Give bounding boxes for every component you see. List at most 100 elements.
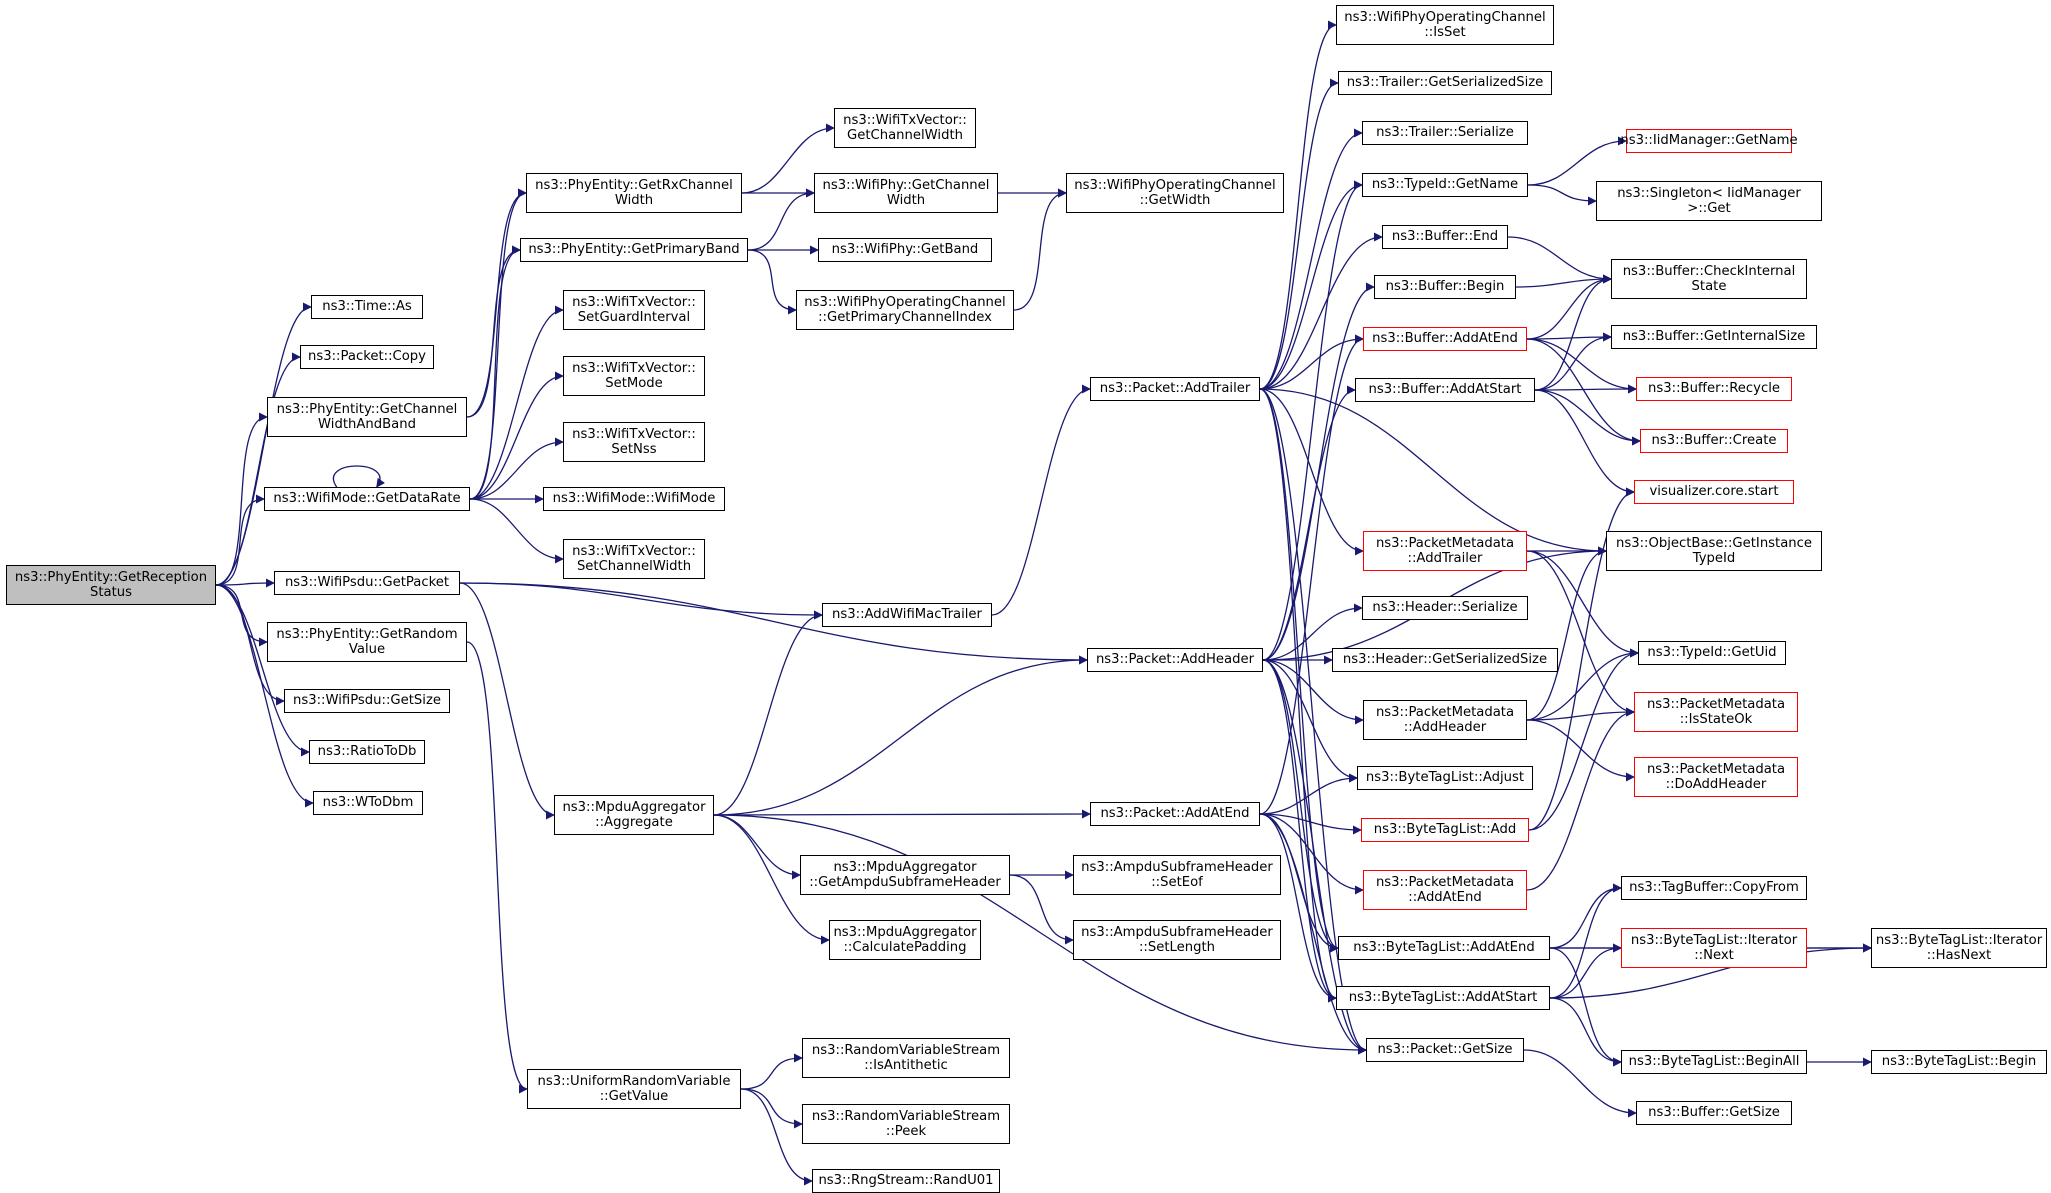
edge-pkt_addatend-to-btl_add	[1259, 813, 1362, 835]
node-label-line: ns3::Packet::AddAtEnd	[1100, 806, 1250, 822]
node-time-as[interactable]: ns3::Time::As	[311, 295, 423, 319]
node-txv-setmode[interactable]: ns3::WifiTxVector::SetMode	[563, 356, 705, 396]
edge-btl_add-to-typeid_getuid	[1528, 648, 1639, 831]
node-singleton-get[interactable]: ns3::Singleton< IidManager>::Get	[1596, 181, 1822, 221]
node-buffer-begin[interactable]: ns3::Buffer::Begin	[1374, 275, 1516, 299]
edge-mpdu_aggregate-to-pkt_getsize	[713, 814, 1367, 1055]
node-label-line: ns3::ByteTagList::Begin	[1881, 1054, 2037, 1070]
node-getdatarate[interactable]: ns3::WifiMode::GetDataRate	[264, 487, 470, 511]
node-btl-addatend[interactable]: ns3::ByteTagList::AddAtEnd	[1338, 936, 1550, 960]
node-opch-isset[interactable]: ns3::WifiPhyOperatingChannel::IsSet	[1336, 5, 1554, 45]
node-txv-setgi[interactable]: ns3::WifiTxVector::SetGuardInterval	[563, 290, 705, 330]
node-pkt-getsize[interactable]: ns3::Packet::GetSize	[1366, 1038, 1524, 1062]
node-pm-addatend[interactable]: ns3::PacketMetadata::AddAtEnd	[1363, 870, 1527, 910]
node-label-line: ns3::Time::As	[322, 299, 412, 315]
node-buffer-addatstart[interactable]: ns3::Buffer::AddAtStart	[1355, 378, 1535, 402]
node-tagbuffer-copyfrom[interactable]: ns3::TagBuffer::CopyFrom	[1621, 876, 1807, 900]
node-label-line: ns3::PhyEntity::GetRandom	[276, 626, 458, 642]
edge-root-to-get_ch_width_band	[215, 412, 268, 586]
node-urv-getvalue[interactable]: ns3::UniformRandomVariable::GetValue	[527, 1069, 741, 1109]
node-header-getsersize[interactable]: ns3::Header::GetSerializedSize	[1332, 648, 1558, 672]
node-btl-beginall[interactable]: ns3::ByteTagList::BeginAll	[1621, 1050, 1807, 1074]
node-txv-getchw[interactable]: ns3::WifiTxVector::GetChannelWidth	[834, 108, 976, 148]
node-label-line: ::DoAddHeader	[1665, 777, 1767, 792]
edge-pkt_addatend-to-btl_adjust	[1259, 773, 1358, 815]
node-typeid-getuid[interactable]: ns3::TypeId::GetUid	[1638, 641, 1786, 665]
node-buffer-create[interactable]: ns3::Buffer::Create	[1640, 429, 1788, 453]
node-pm-isstateok[interactable]: ns3::PacketMetadata::IsStateOk	[1634, 692, 1798, 732]
node-label-line: ns3::PacketMetadata	[1646, 696, 1786, 712]
node-pkt-addtrailer[interactable]: ns3::Packet::AddTrailer	[1090, 377, 1260, 401]
node-mpdu-calcpad[interactable]: ns3::MpduAggregator::CalculatePadding	[829, 920, 981, 960]
node-buffer-getinternalsize[interactable]: ns3::Buffer::GetInternalSize	[1611, 325, 1817, 349]
node-rvs-isanti[interactable]: ns3::RandomVariableStream::IsAntithetic	[802, 1038, 1010, 1078]
node-label-line: ::HasNext	[1926, 948, 1992, 963]
node-wtodbm[interactable]: ns3::WToDbm	[313, 791, 423, 815]
edge-psdu_getpacket-to-mpdu_aggregate	[459, 582, 555, 820]
node-label-line: ns3::Buffer::AddAtStart	[1368, 382, 1522, 398]
node-header-serialize[interactable]: ns3::Header::Serialize	[1362, 596, 1528, 620]
node-btl-adjust[interactable]: ns3::ByteTagList::Adjust	[1357, 766, 1533, 790]
edge-get_ch_width_band-to-getprimaryband	[466, 245, 521, 418]
node-btl-begin[interactable]: ns3::ByteTagList::Begin	[1871, 1050, 2047, 1074]
edge-root-to-ratiotodb	[215, 584, 310, 757]
edge-buffer_addatend-to-buffer_getinternalsize	[1526, 332, 1612, 342]
node-trailer-getsersize[interactable]: ns3::Trailer::GetSerializedSize	[1338, 71, 1552, 95]
edge-pkt_addtrailer-to-trailer_getsersize	[1259, 78, 1339, 390]
node-pm-addheader[interactable]: ns3::PacketMetadata::AddHeader	[1363, 700, 1527, 740]
node-txv-setnss[interactable]: ns3::WifiTxVector::SetNss	[563, 422, 705, 462]
node-mpdu-getsubhdr[interactable]: ns3::MpduAggregator::GetAmpduSubframeHea…	[800, 855, 1010, 895]
node-buffer-getsize[interactable]: ns3::Buffer::GetSize	[1636, 1101, 1792, 1125]
edge-urv_getvalue-to-rvs_isanti	[740, 1053, 803, 1090]
node-buffer-end[interactable]: ns3::Buffer::End	[1382, 225, 1508, 249]
node-opch-getprimidx[interactable]: ns3::WifiPhyOperatingChannel::GetPrimary…	[796, 290, 1014, 330]
node-iidmgr-getname[interactable]: ns3::IidManager::GetName	[1620, 129, 1798, 153]
node-psdu-getsize[interactable]: ns3::WifiPsdu::GetSize	[284, 689, 450, 713]
node-txv-setchw[interactable]: ns3::WifiTxVector::SetChannelWidth	[563, 539, 705, 579]
node-pm-doaddheader[interactable]: ns3::PacketMetadata::DoAddHeader	[1634, 757, 1798, 797]
edge-typeid_getname-to-iidmgr_getname	[1527, 136, 1627, 186]
node-btl-addatstart[interactable]: ns3::ByteTagList::AddAtStart	[1336, 986, 1550, 1010]
node-btl-it-next[interactable]: ns3::ByteTagList::Iterator::Next	[1621, 928, 1807, 968]
node-pm-addtrailer[interactable]: ns3::PacketMetadata::AddTrailer	[1363, 531, 1527, 571]
node-trailer-serialize[interactable]: ns3::Trailer::Serialize	[1362, 121, 1528, 145]
node-pkt-addheader[interactable]: ns3::Packet::AddHeader	[1087, 648, 1263, 672]
node-asfh-seteof[interactable]: ns3::AmpduSubframeHeader::SetEof	[1073, 855, 1281, 895]
node-rng-randu01[interactable]: ns3::RngStream::RandU01	[812, 1169, 1000, 1193]
node-btl-it-hasnext[interactable]: ns3::ByteTagList::Iterator::HasNext	[1871, 928, 2047, 968]
edge-pkt_addtrailer-to-pkt_getsize	[1259, 388, 1367, 1055]
node-phy-getband[interactable]: ns3::WifiPhy::GetBand	[818, 238, 992, 262]
node-vis-start[interactable]: visualizer.core.start	[1634, 480, 1794, 504]
node-addwifimactrailer[interactable]: ns3::AddWifiMacTrailer	[822, 603, 992, 627]
node-packet-copy[interactable]: ns3::Packet::Copy	[300, 345, 434, 369]
node-getprimaryband[interactable]: ns3::PhyEntity::GetPrimaryBand	[520, 238, 748, 262]
node-label-line: ns3::AmpduSubframeHeader	[1081, 924, 1273, 940]
edge-btl_addatstart-to-tagbuffer_copyfrom	[1549, 883, 1622, 999]
node-typeid-getname[interactable]: ns3::TypeId::GetName	[1362, 173, 1528, 197]
node-psdu-getpacket[interactable]: ns3::WifiPsdu::GetPacket	[274, 571, 460, 595]
node-buffer-recycle[interactable]: ns3::Buffer::Recycle	[1636, 377, 1792, 401]
edge-buffer_addatstart-to-buffer_recycle	[1534, 384, 1637, 394]
node-wifimode-ctor[interactable]: ns3::WifiMode::WifiMode	[543, 487, 725, 511]
node-label-line: ns3::WifiPsdu::GetPacket	[284, 575, 450, 591]
node-label-line: ns3::PacketMetadata	[1375, 874, 1515, 890]
node-mpdu-aggregate[interactable]: ns3::MpduAggregator::Aggregate	[554, 795, 714, 835]
node-ratiotodb[interactable]: ns3::RatioToDb	[309, 740, 425, 764]
edge-root-to-wtodbm	[215, 584, 314, 808]
edge-getprimaryband-to-opch_getprimidx	[747, 249, 797, 315]
node-opch-getwidth[interactable]: ns3::WifiPhyOperatingChannel::GetWidth	[1066, 173, 1284, 213]
node-buffer-addatend[interactable]: ns3::Buffer::AddAtEnd	[1363, 327, 1527, 351]
node-label-line: ns3::WifiMode::WifiMode	[552, 491, 716, 507]
node-asfh-setlength[interactable]: ns3::AmpduSubframeHeader::SetLength	[1073, 920, 1281, 960]
node-rvs-peek[interactable]: ns3::RandomVariableStream::Peek	[802, 1104, 1010, 1144]
node-btl-add[interactable]: ns3::ByteTagList::Add	[1361, 818, 1529, 842]
node-label-line: >::Get	[1687, 201, 1731, 216]
node-pkt-addatend[interactable]: ns3::Packet::AddAtEnd	[1090, 802, 1260, 826]
